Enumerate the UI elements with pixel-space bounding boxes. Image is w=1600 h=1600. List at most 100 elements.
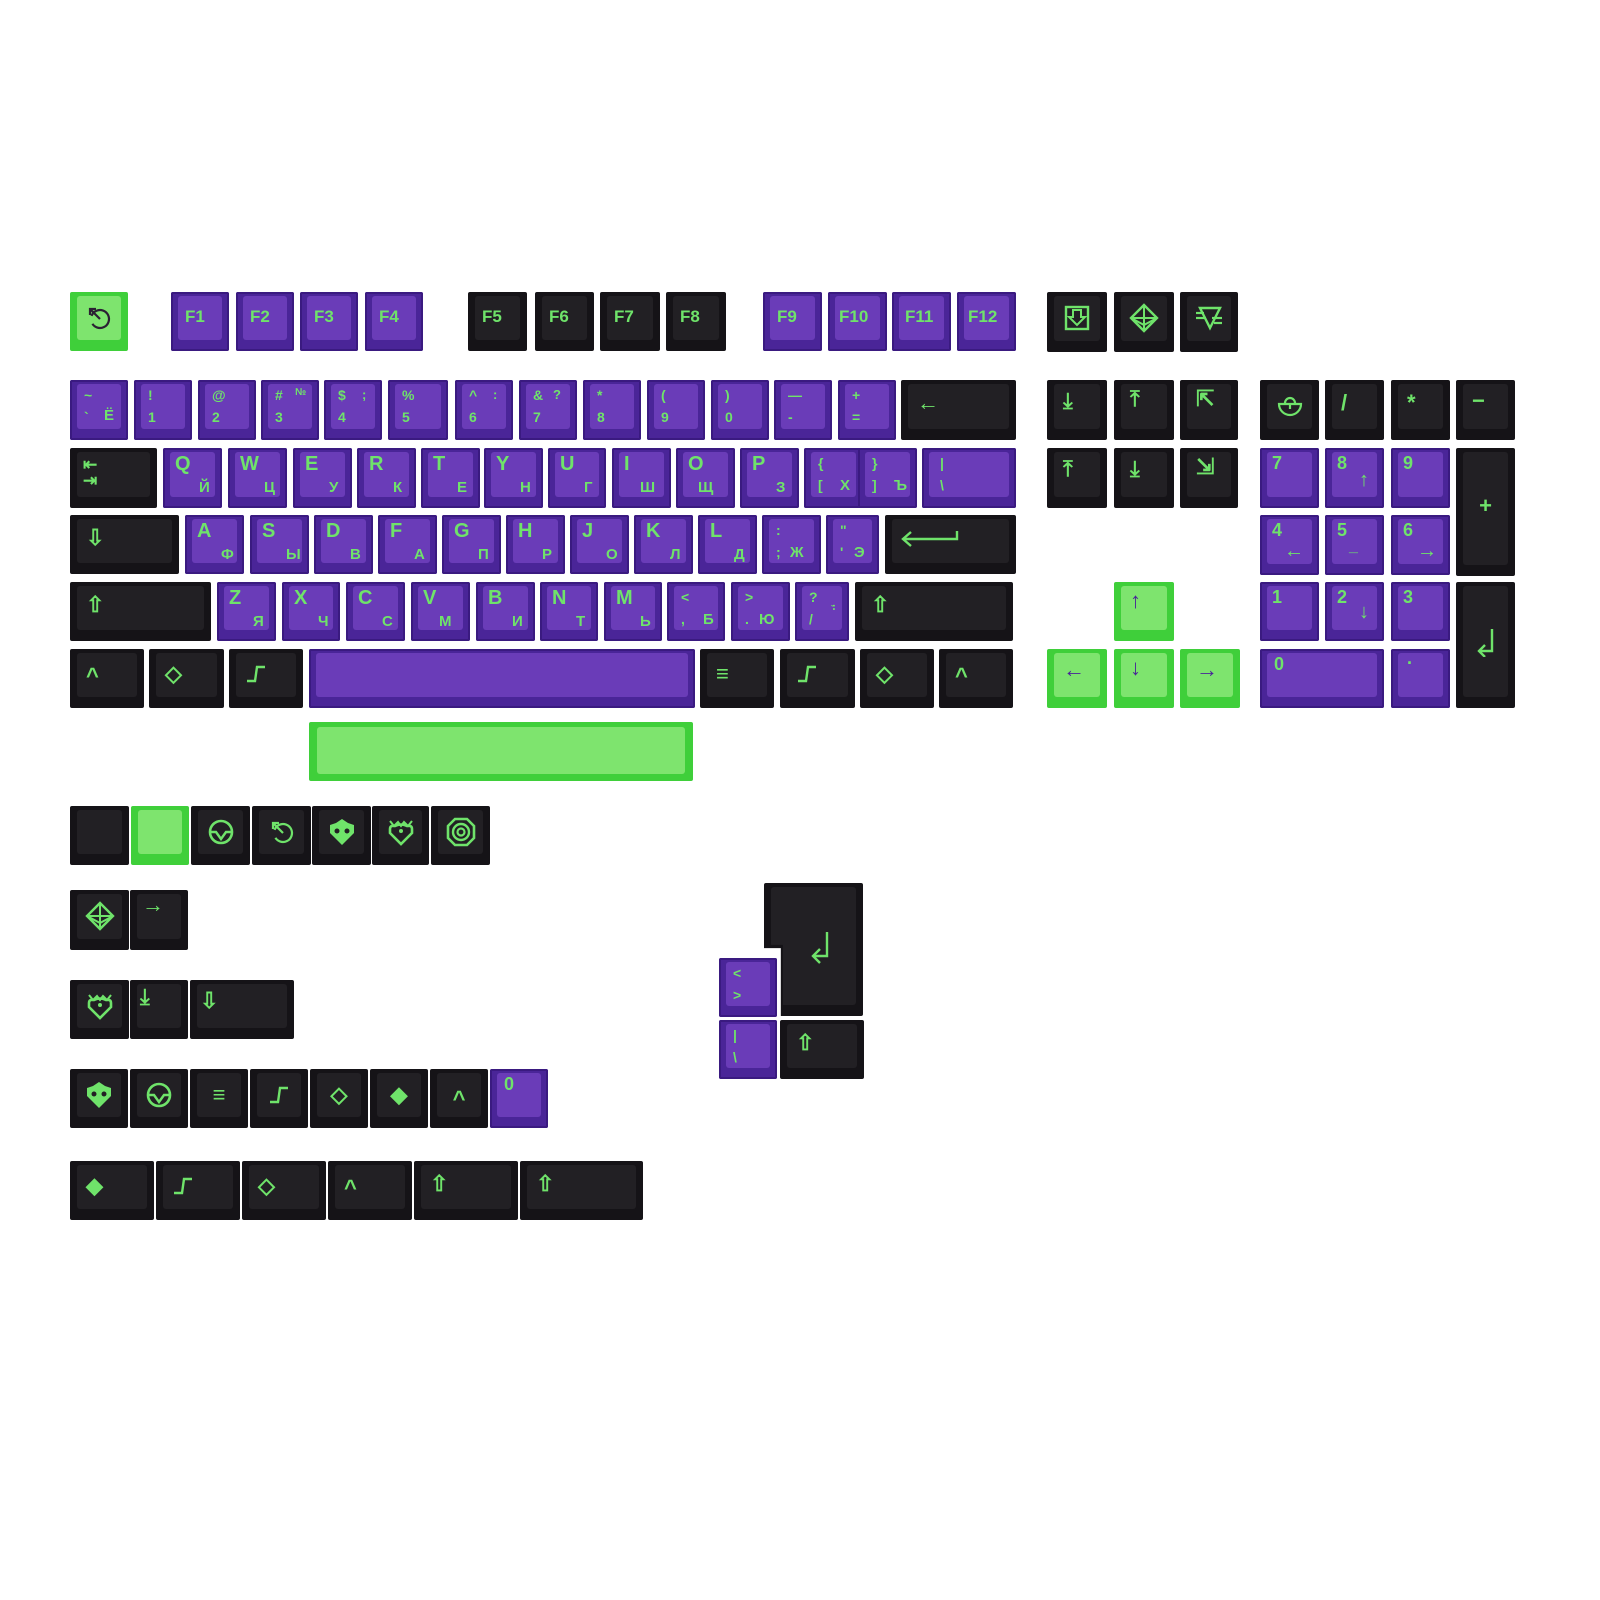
- semicolon-key[interactable]: :;Ж: [762, 515, 821, 574]
- grave-key[interactable]: ~`Ё: [70, 380, 128, 440]
- equal-key[interactable]: +=: [838, 380, 896, 440]
- num-6-key[interactable]: 6→: [1391, 515, 1450, 575]
- f5-key[interactable]: F5: [468, 292, 527, 351]
- num-divide-key[interactable]: /: [1325, 380, 1384, 440]
- extra-vcircle-key-2[interactable]: [130, 1069, 188, 1128]
- extra-clock-key[interactable]: [252, 806, 311, 865]
- right-shift-key[interactable]: ⇧: [855, 582, 1013, 641]
- f8-key[interactable]: F8: [666, 292, 726, 351]
- arrow-down-key[interactable]: ↓: [1114, 649, 1174, 708]
- extra-shift-key-1[interactable]: ⇧: [414, 1161, 518, 1220]
- print-screen-key[interactable]: [1047, 292, 1107, 352]
- extra-blank-black-key[interactable]: [70, 806, 129, 865]
- extra-arrow-right-key[interactable]: →: [130, 890, 188, 950]
- extra-alien-key[interactable]: [312, 806, 371, 865]
- arrow-left-key[interactable]: ←: [1047, 649, 1107, 708]
- spacebar-purple[interactable]: [309, 649, 695, 708]
- extra-alien-key-2[interactable]: [70, 1069, 128, 1128]
- num-multiply-key[interactable]: *: [1391, 380, 1450, 440]
- extra-diamond-filled-key[interactable]: ◆: [370, 1069, 428, 1128]
- comma-key[interactable]: <,Б: [667, 582, 725, 641]
- menu-key[interactable]: ≡: [700, 649, 774, 708]
- minus-key[interactable]: —-: [774, 380, 832, 440]
- extra-crown-heart-key-2[interactable]: [70, 980, 129, 1039]
- right-bracket-key[interactable]: }]Ъ: [858, 448, 917, 508]
- end-key[interactable]: ⤓: [1114, 448, 1174, 508]
- extra-zero-key[interactable]: 0: [490, 1069, 548, 1128]
- left-alt-key[interactable]: [229, 649, 303, 708]
- num-7-key[interactable]: 7: [1260, 448, 1319, 508]
- num-0-key[interactable]: 0: [1260, 649, 1384, 708]
- extra-blank-green-key[interactable]: [131, 806, 189, 865]
- left-win-key[interactable]: ◇: [149, 649, 224, 708]
- scroll-lock-key[interactable]: [1114, 292, 1174, 352]
- f12-key[interactable]: F12: [957, 292, 1016, 351]
- iso-short-shift-key[interactable]: ⇧: [780, 1020, 864, 1079]
- digit-2-key[interactable]: @2: [198, 380, 256, 440]
- digit-1-key[interactable]: !1: [134, 380, 192, 440]
- digit-9-key[interactable]: (9: [647, 380, 705, 440]
- extra-caret-key[interactable]: ^: [430, 1069, 488, 1128]
- f4-key[interactable]: F4: [365, 292, 423, 351]
- num-lock-key[interactable]: [1260, 380, 1319, 440]
- digit-4-key[interactable]: $;4: [324, 380, 382, 440]
- slash-key[interactable]: ?/,.: [795, 582, 849, 641]
- iso-backslash-key[interactable]: | \: [719, 1020, 777, 1079]
- iso-angle-bracket-key[interactable]: < >: [719, 958, 777, 1017]
- num-2-key[interactable]: 2↓: [1325, 582, 1384, 641]
- extra-step-mod-key[interactable]: [156, 1161, 240, 1220]
- num-minus-key[interactable]: −: [1456, 380, 1515, 440]
- caps-lock-key[interactable]: ⇩: [70, 515, 179, 574]
- extra-octahedron-key[interactable]: [70, 890, 129, 950]
- extra-menu-key[interactable]: ≡: [190, 1069, 248, 1128]
- num-enter-key[interactable]: [1456, 582, 1515, 708]
- esc-key[interactable]: [70, 292, 128, 351]
- right-alt-key[interactable]: [780, 649, 855, 708]
- extra-diamond-filled-mod-key[interactable]: ◆: [70, 1161, 154, 1220]
- digit-6-key[interactable]: ^:6: [455, 380, 513, 440]
- extra-arrow-down-bar-key[interactable]: ⤓: [130, 980, 188, 1039]
- num-5-key[interactable]: 5_: [1325, 515, 1384, 575]
- num-decimal-key[interactable]: .: [1391, 649, 1450, 708]
- tab-key[interactable]: ⇤ ⇥: [70, 448, 157, 508]
- backslash-key[interactable]: |\: [922, 448, 1016, 508]
- f9-key[interactable]: F9: [763, 292, 822, 351]
- num-9-key[interactable]: 9: [1391, 448, 1450, 508]
- left-ctrl-key[interactable]: ^: [70, 649, 144, 708]
- f7-key[interactable]: F7: [600, 292, 660, 351]
- f3-key[interactable]: F3: [300, 292, 358, 351]
- left-shift-key[interactable]: ⇧: [70, 582, 211, 641]
- extra-vcircle-key[interactable]: [191, 806, 250, 865]
- f2-key[interactable]: F2: [236, 292, 294, 351]
- period-key[interactable]: >.Ю: [731, 582, 790, 641]
- extra-octagon-key[interactable]: [431, 806, 490, 865]
- arrow-right-key[interactable]: →: [1180, 649, 1240, 708]
- insert-key[interactable]: ⤓: [1047, 380, 1107, 440]
- right-win-key[interactable]: ◇: [860, 649, 934, 708]
- digit-7-key[interactable]: &?7: [519, 380, 577, 440]
- page-down-key[interactable]: ⇲: [1180, 448, 1238, 508]
- extra-crown-heart-key[interactable]: [372, 806, 429, 865]
- digit-5-key[interactable]: %5: [388, 380, 448, 440]
- spacebar-green[interactable]: [309, 722, 693, 781]
- f1-key[interactable]: F1: [171, 292, 229, 351]
- pause-key[interactable]: [1180, 292, 1238, 352]
- page-up-key[interactable]: ⇱: [1180, 380, 1238, 440]
- digit-8-key[interactable]: *8: [583, 380, 641, 440]
